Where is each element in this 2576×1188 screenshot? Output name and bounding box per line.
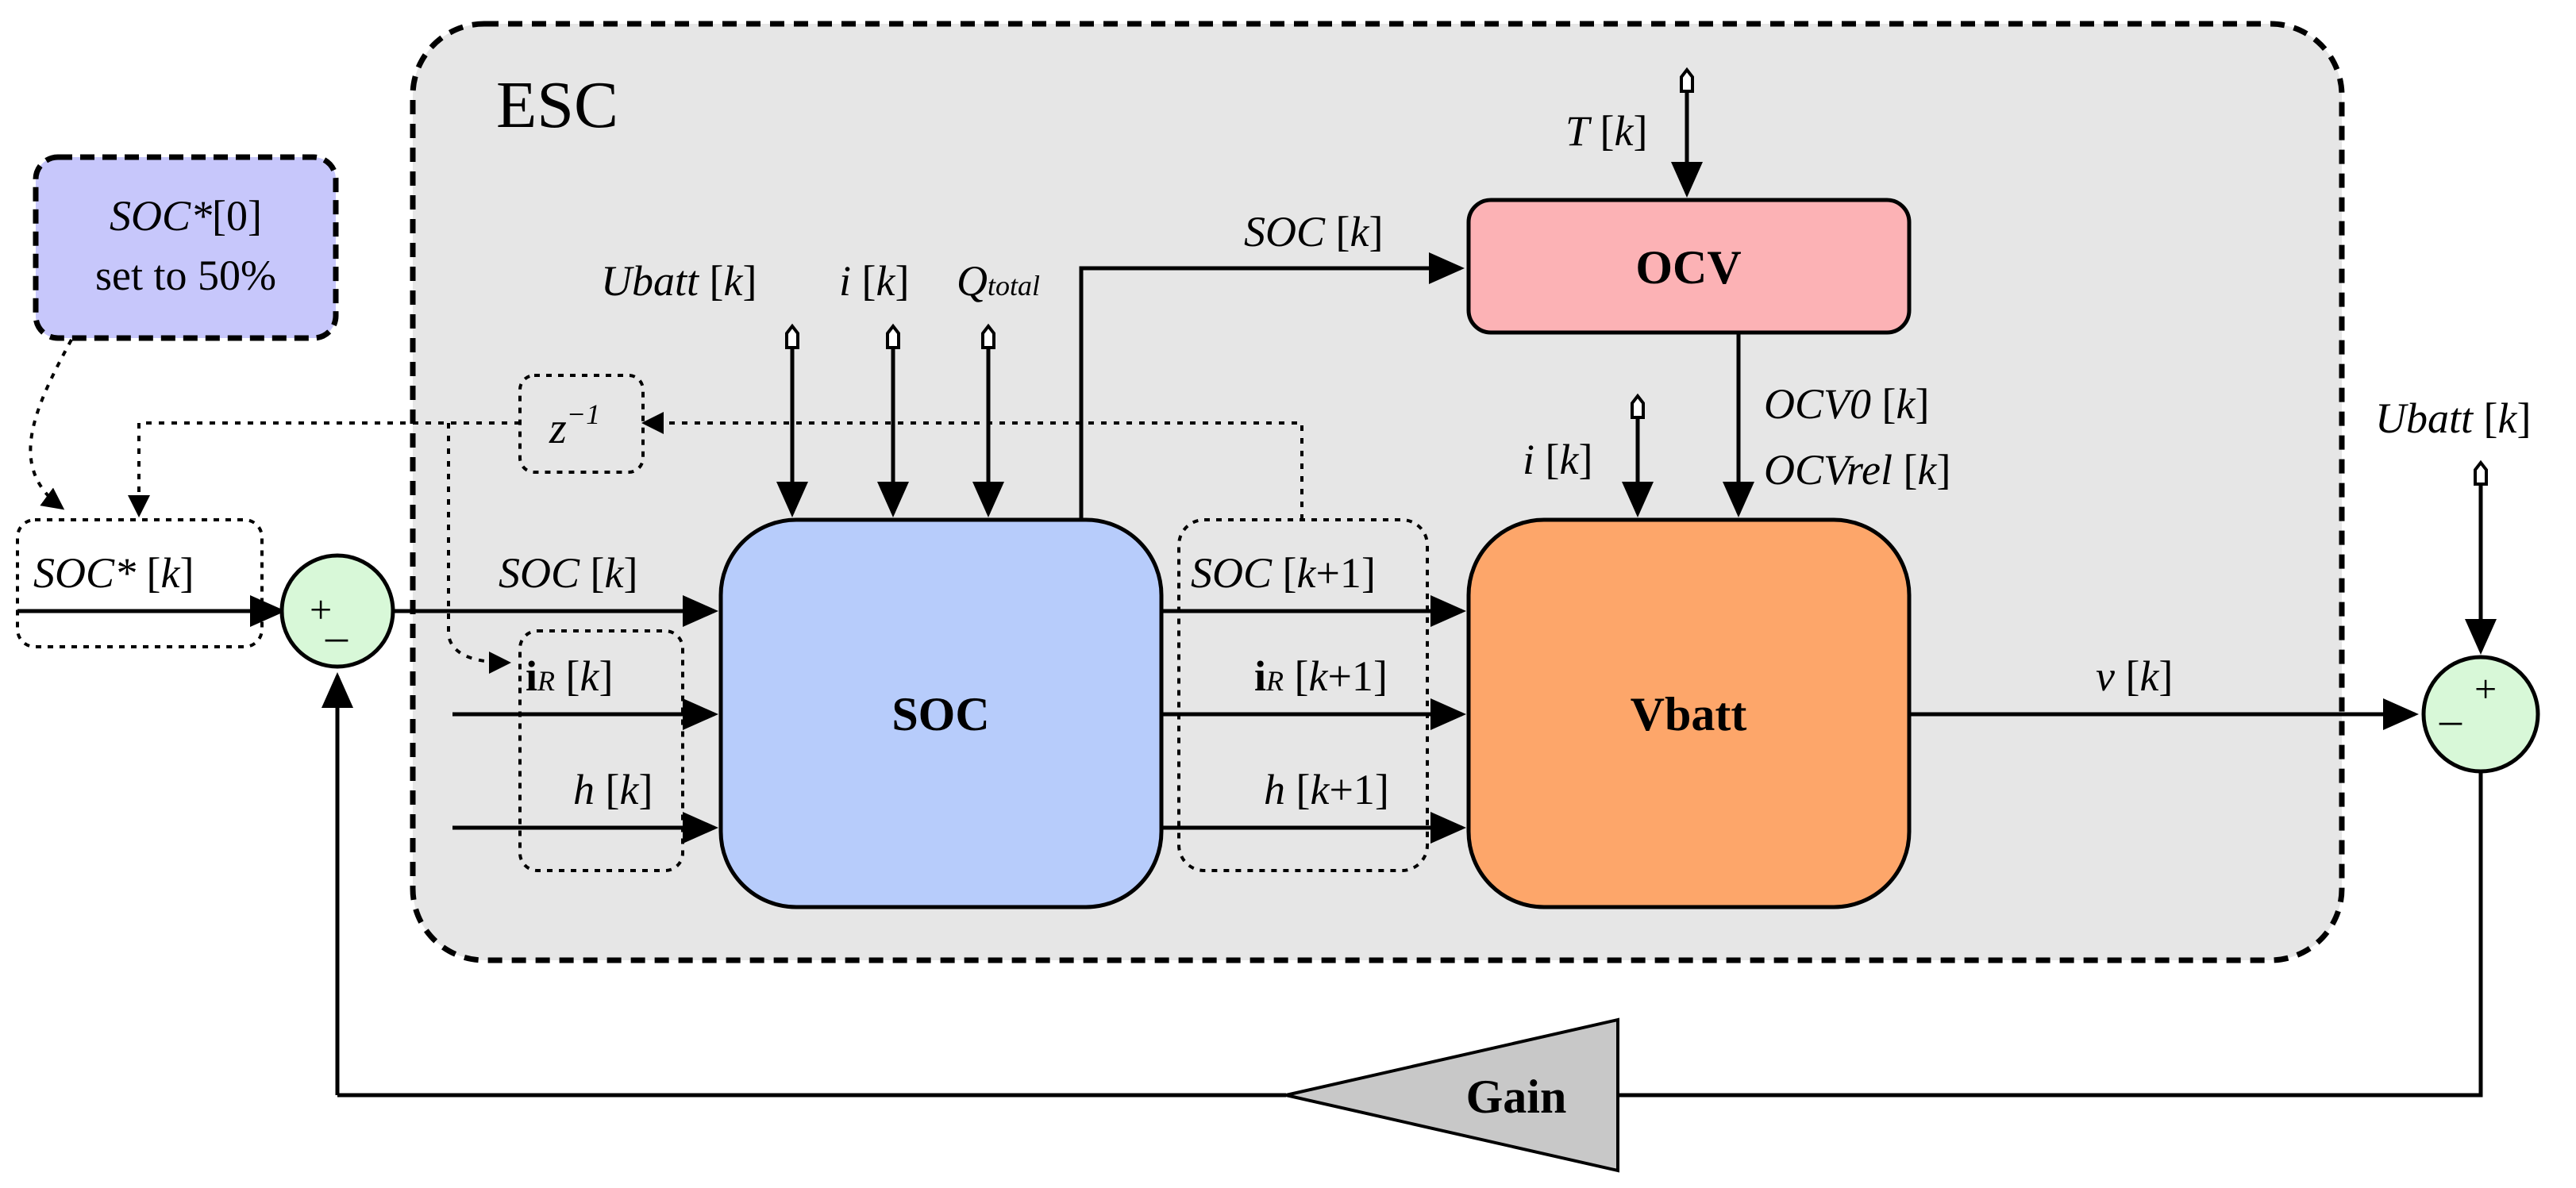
initial-soc-line1: SOC*[0]: [110, 192, 262, 240]
ir-k1-label: iR [k+1]: [1254, 652, 1388, 700]
h-k-label: h [k]: [573, 766, 653, 813]
state-input-group: [518, 629, 684, 872]
soc-k1-label: SOC [k+1]: [1191, 549, 1376, 597]
soc-to-ocv-label: SOC [k]: [1244, 208, 1383, 256]
state-output-group: [1177, 518, 1429, 872]
ir-k-label: iR [k]: [526, 652, 613, 700]
vbatt-block-label: Vbatt: [1631, 688, 1747, 740]
soc-k-label: SOC [k]: [499, 549, 637, 597]
ubatt-input-port: [785, 323, 799, 349]
i-input-port: [886, 323, 900, 349]
ocvrel-label: OCVrel [k]: [1764, 446, 1950, 494]
qtotal-input-port: [981, 323, 995, 349]
delay-feedback-line: [641, 412, 1303, 520]
sum-left-plus: +: [310, 587, 332, 632]
initial-soc-line2: set to 50%: [95, 252, 276, 299]
delay-to-ref-line: [128, 421, 520, 517]
sum-right-minus: –: [2439, 695, 2462, 744]
temp-input-label: T [k]: [1565, 107, 1647, 155]
ubatt-measured-label: Ubatt [k]: [2375, 394, 2531, 442]
temp-input-port: [1680, 67, 1694, 93]
ubatt-measured-port: [2474, 459, 2488, 486]
feedback-loop-line: [1611, 771, 2483, 1098]
qtotal-input-label: Qtotal: [957, 257, 1040, 305]
gain-block: [1285, 1017, 1619, 1173]
summing-junction-left: [279, 553, 395, 669]
soc-to-ocv-line: [1079, 252, 1465, 520]
ocv0-label: OCV0 [k]: [1764, 380, 1929, 428]
ocv-block: [1466, 198, 1912, 335]
gain-label: Gain: [1466, 1071, 1567, 1123]
soc-ref-label: SOC* [k]: [33, 549, 194, 597]
esc-container: [410, 21, 2345, 963]
i-input-label: i [k]: [839, 257, 909, 305]
i-vbatt-input-label: i [k]: [1523, 436, 1592, 483]
i-vbatt-input-port: [1631, 393, 1645, 419]
initial-soc-box: [33, 154, 339, 341]
esc-label: ESC: [496, 68, 618, 142]
soc-block-label: SOC: [891, 688, 989, 740]
sum-right-plus: +: [2474, 667, 2497, 711]
delay-to-state-line: [447, 423, 511, 674]
h-k1-label: h [k+1]: [1264, 766, 1389, 813]
v-k-label: v [k]: [2096, 652, 2173, 700]
init-to-ref-connector: [29, 339, 73, 510]
ubatt-input-label: Ubatt [k]: [601, 257, 757, 305]
ocv-block-label: OCV: [1635, 241, 1741, 294]
unit-delay-label: z−1: [549, 398, 600, 453]
sum-left-minus: –: [325, 612, 348, 661]
